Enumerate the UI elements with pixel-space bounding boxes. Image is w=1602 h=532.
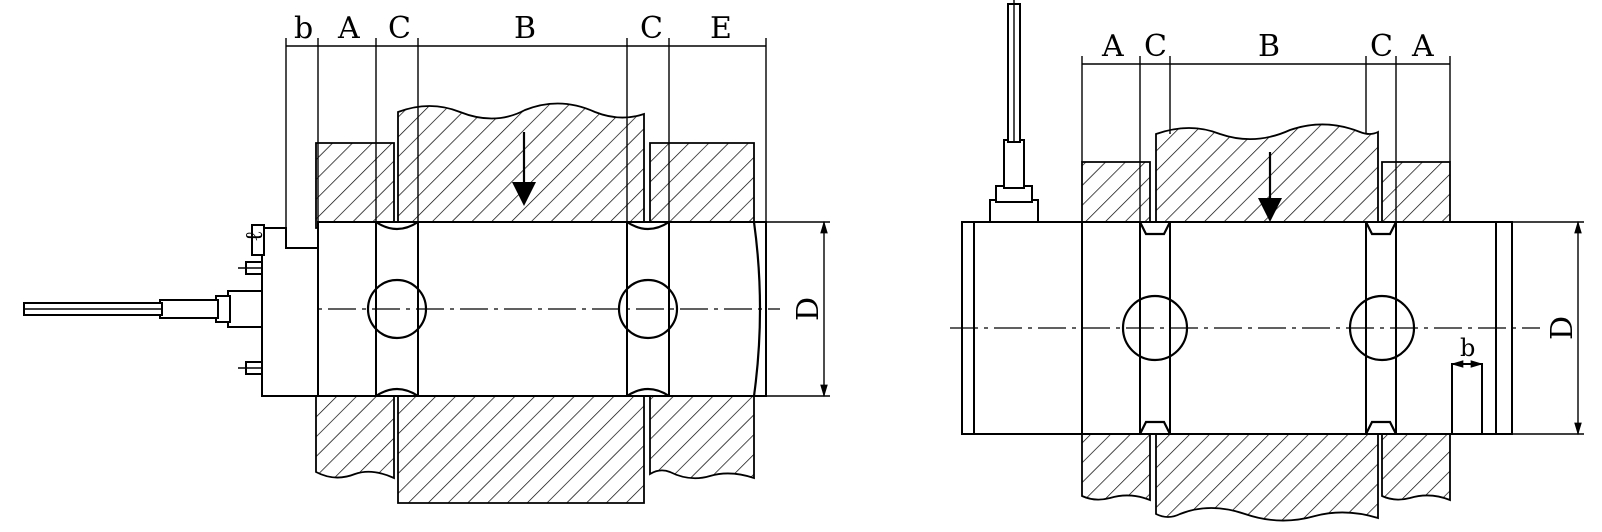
left-support-bottom <box>315 394 395 480</box>
right-dim-C1: C <box>1144 29 1167 64</box>
right-pin-body <box>950 221 1540 435</box>
right-dimensions <box>1081 56 1584 436</box>
right-dim-D: D <box>1545 316 1580 340</box>
left-view: b A C B C E D ℓ <box>23 11 830 504</box>
left-hatched-blocks <box>315 102 755 504</box>
left-dim-A: A <box>337 11 360 46</box>
r-support-right-top <box>1381 161 1451 223</box>
r-load-block-bottom <box>1155 433 1379 522</box>
load-block-bottom <box>397 394 645 504</box>
right-dim-A1: A <box>1101 29 1124 64</box>
right-hatched-blocks <box>1081 123 1451 522</box>
right-support-bottom <box>649 394 755 480</box>
left-dim-D: D <box>791 297 826 321</box>
r-load-block-top <box>1155 123 1379 223</box>
left-dim-B: B <box>514 11 536 46</box>
r-support-left-bottom <box>1081 433 1151 502</box>
load-block-top <box>397 102 645 229</box>
left-load-arrow <box>512 132 536 206</box>
left-dim-E: E <box>710 11 732 46</box>
right-dim-B: B <box>1258 29 1280 64</box>
left-pin-body <box>240 221 780 397</box>
r-support-right-bottom <box>1381 433 1451 502</box>
right-dim-A2: A <box>1411 29 1434 64</box>
right-dim-C2: C <box>1370 29 1393 64</box>
left-dim-small: ℓ <box>240 230 268 242</box>
left-dim-b: b <box>294 11 313 46</box>
right-load-arrow <box>1258 152 1282 222</box>
left-dimensions <box>285 38 830 398</box>
right-support-top <box>649 142 755 229</box>
right-connector <box>989 0 1039 223</box>
left-dim-C2: C <box>640 11 663 46</box>
right-view: A C B C A D b <box>950 0 1584 522</box>
left-dim-C1: C <box>388 11 411 46</box>
left-connector <box>23 224 319 397</box>
right-dim-b: b <box>1460 334 1475 362</box>
left-support-top <box>315 142 395 229</box>
